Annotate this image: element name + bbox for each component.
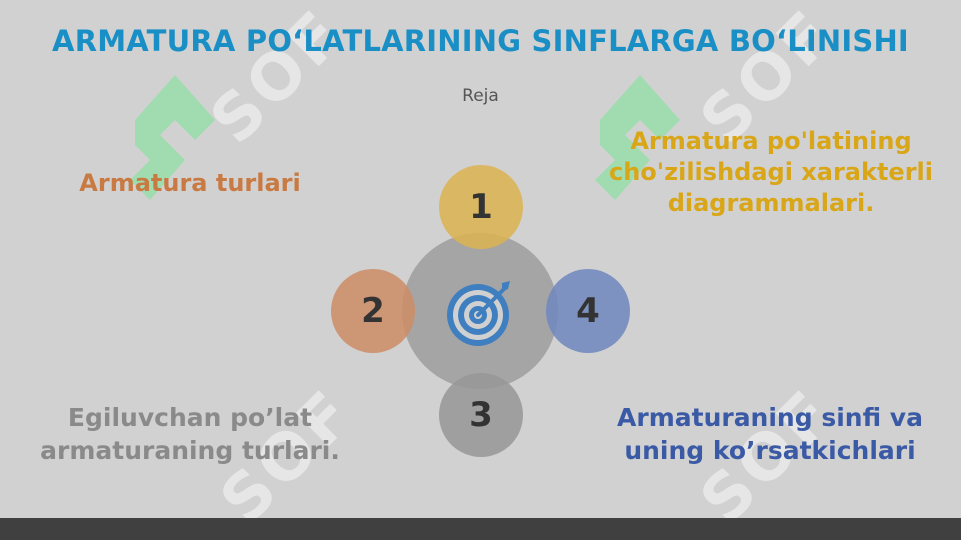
circle-1: 1	[439, 165, 523, 249]
footer-bar	[0, 518, 961, 540]
circle-3: 3	[439, 373, 523, 457]
item-3-text: Egiluvchan po’lat armaturaning turlari.	[40, 403, 340, 465]
circle-4: 4	[546, 269, 630, 353]
item-2-text: Armatura turlari	[79, 169, 301, 197]
slide-title: ARMATURA PO‘LATLARINING SINFLARGA BO‘LIN…	[52, 24, 909, 58]
target-icon	[447, 281, 510, 346]
item-1-text: Armatura po'latining cho'zilishdagi xara…	[608, 127, 933, 218]
circle-2: 2	[331, 269, 415, 353]
item-4-text: Armaturaning sinfi va uning ko’rsatkichl…	[617, 403, 923, 465]
slide-subtitle: Reja	[462, 86, 499, 106]
